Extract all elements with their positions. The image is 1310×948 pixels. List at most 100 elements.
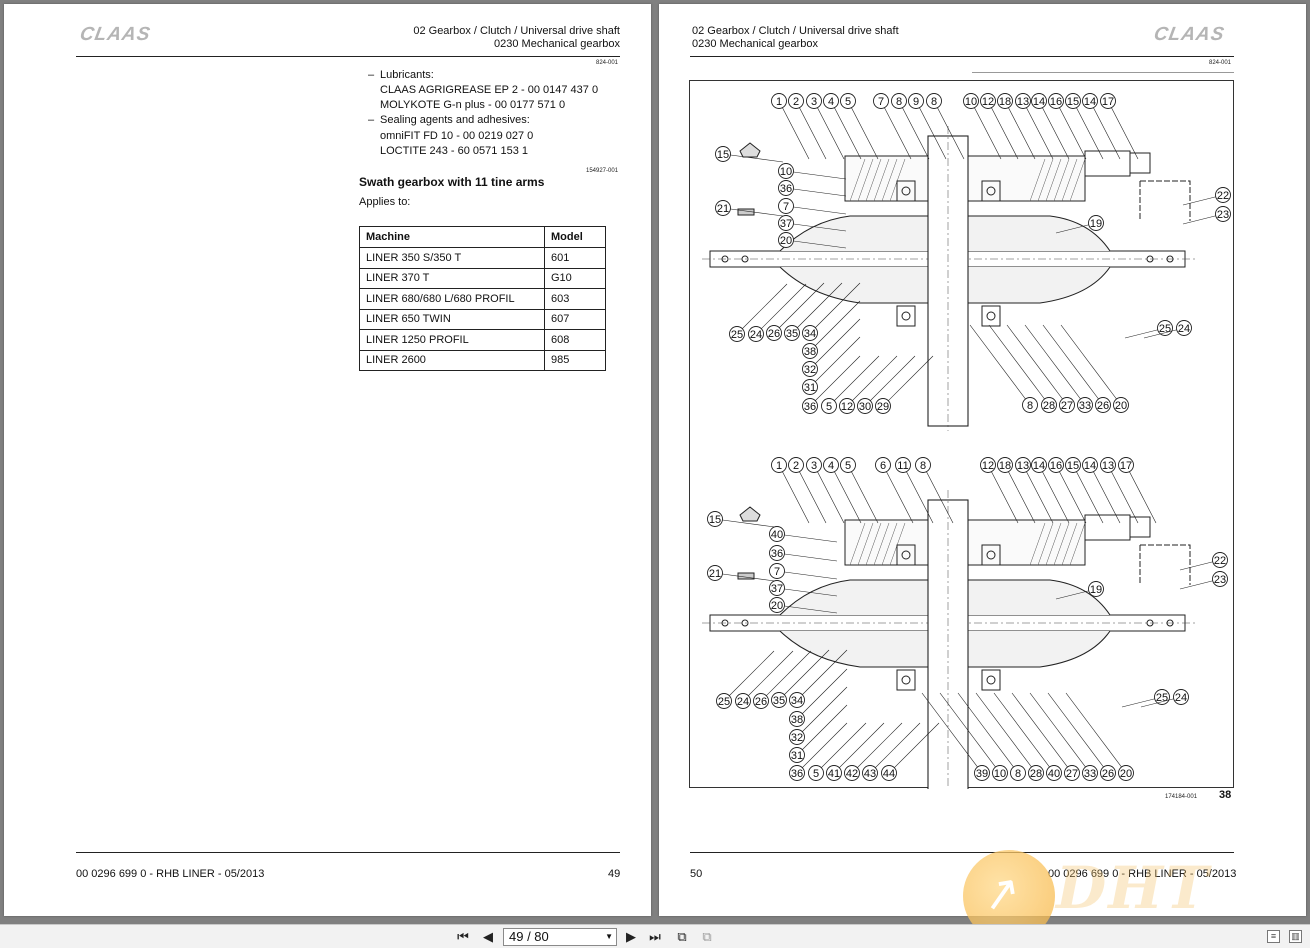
callout-bubble — [1065, 93, 1081, 109]
callout-label: 16 — [1050, 460, 1062, 472]
lubricants-label: Lubricants: — [380, 69, 434, 81]
chevron-down-icon: ▼ — [605, 932, 613, 941]
callout-bubble — [821, 398, 837, 414]
two-page-view-icon[interactable]: ▥ — [1289, 930, 1302, 943]
lubricant-1: CLAAS AGRIGREASE EP 2 - 00 0147 437 0 — [380, 84, 599, 96]
section-code: 154927-001 — [586, 168, 619, 174]
gearbox-section-grease-nipple — [739, 506, 761, 522]
callout-leader — [1022, 100, 1054, 160]
callout-leader — [776, 570, 838, 580]
callout-label: 15 — [709, 514, 721, 526]
callout-bubble — [769, 563, 785, 579]
callout-bubble — [875, 457, 891, 473]
callout-bubble — [1031, 93, 1047, 109]
sub-rule — [972, 72, 1234, 73]
callout-label: 4 — [828, 460, 834, 472]
gearbox-section-hatch — [1053, 522, 1070, 566]
callout-label: 3 — [811, 96, 817, 108]
callout-bubble — [1031, 457, 1047, 473]
callout-label: 21 — [709, 568, 721, 580]
callout-label: 24 — [750, 329, 762, 341]
callout-leader — [736, 283, 788, 335]
table-header-row: Machine Model — [359, 226, 606, 248]
callout-leader — [1038, 100, 1070, 160]
callout-bubble — [778, 180, 794, 196]
callout-label: 42 — [846, 768, 858, 780]
callout-label: 35 — [786, 328, 798, 340]
callout-label: 41 — [828, 768, 840, 780]
callout-leader — [830, 100, 862, 160]
callout-label: 1 — [776, 96, 782, 108]
gearbox-section-input-shaft — [1129, 152, 1151, 174]
table-cell-machine: LINER 2600 — [359, 349, 545, 371]
callout-leader — [1060, 324, 1122, 406]
gearbox-section-hatch — [1053, 158, 1070, 202]
callout-label: 2 — [793, 96, 799, 108]
gearbox-section-bearing — [981, 669, 1001, 691]
callout-label: 31 — [791, 750, 803, 762]
callout-bubble — [1212, 571, 1228, 587]
next-page-button[interactable]: ▶ — [626, 929, 636, 944]
callout-bubble — [926, 93, 942, 109]
callout-bubble — [789, 711, 805, 727]
callout-leader — [1055, 100, 1087, 160]
callout-leader — [987, 464, 1019, 524]
callout-leader — [969, 324, 1031, 406]
callout-bubble — [753, 693, 769, 709]
callout-label: 39 — [976, 768, 988, 780]
table-cell-model: G10 — [544, 267, 606, 289]
gearbox-section-hatch — [865, 158, 882, 202]
callout-leader — [1004, 464, 1036, 524]
callout-bubble — [1215, 187, 1231, 203]
callout-label: 32 — [791, 732, 803, 744]
callout-leader — [869, 722, 921, 774]
callout-leader — [778, 649, 830, 701]
callout-leader — [864, 355, 916, 407]
callout-bubble — [980, 93, 996, 109]
gearbox-section-hatch — [1037, 158, 1054, 202]
figure-number: 38 — [1219, 789, 1232, 801]
gearbox-section-hatch — [1029, 522, 1046, 566]
callout-bubble — [802, 398, 818, 414]
callout-leader — [815, 722, 867, 774]
callout-label: 15 — [1067, 96, 1079, 108]
callout-bubble — [980, 457, 996, 473]
gearbox-section-bearing — [896, 669, 916, 691]
callout-bubble — [778, 198, 794, 214]
gearbox-section-bearing-ball — [986, 550, 996, 560]
callout-leader — [1072, 100, 1104, 160]
page-selector[interactable]: 49 / 80 ▼ — [503, 928, 617, 946]
callout-bubble — [1015, 457, 1031, 473]
import-page-icon[interactable]: ⧉ — [702, 929, 712, 944]
callout-leader — [851, 722, 903, 774]
callout-label: 25 — [731, 329, 743, 341]
header-rule — [76, 56, 620, 57]
sealing-label: Sealing agents and adhesives: — [380, 114, 530, 126]
export-page-icon[interactable]: ⧉ — [677, 929, 687, 944]
callout-leader — [882, 464, 914, 524]
first-page-button[interactable]: ⏮ — [457, 929, 469, 944]
gearbox-section-hatch — [1037, 522, 1054, 566]
callout-leader — [847, 464, 879, 524]
last-page-button[interactable]: ⏭ — [649, 929, 661, 944]
callout-leader — [785, 222, 847, 232]
callout-bubble — [1065, 457, 1081, 473]
bullet-dash: – — [368, 69, 375, 81]
callout-label: 14 — [1033, 96, 1045, 108]
right-page: 02 Gearbox / Clutch / Universal drive sh… — [659, 4, 1306, 916]
gearbox-section-hatch — [1045, 522, 1062, 566]
gearbox-section-hatch — [1061, 158, 1078, 202]
gearbox-section-hatch — [889, 158, 906, 202]
callout-leader — [776, 552, 838, 562]
callout-label: 23 — [1214, 574, 1226, 586]
callout-bubble — [844, 765, 860, 781]
callout-bubble — [802, 325, 818, 341]
callout-bubble — [1077, 397, 1093, 413]
callout-label: 24 — [1178, 323, 1190, 335]
gearbox-section-hatch — [889, 522, 906, 566]
single-page-view-icon[interactable]: ≡ — [1267, 930, 1280, 943]
callout-leader — [880, 100, 912, 160]
previous-page-button[interactable]: ◀ — [483, 929, 493, 944]
callout-label: 24 — [1175, 692, 1187, 704]
